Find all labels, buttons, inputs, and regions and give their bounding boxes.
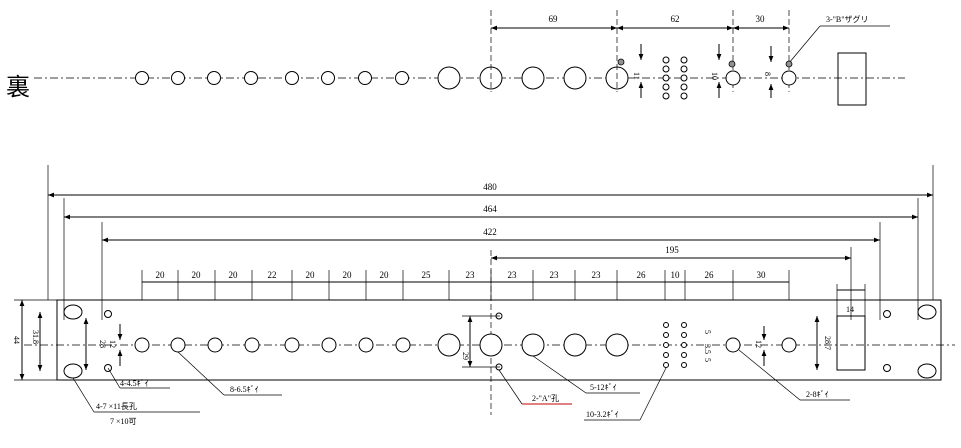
dim-30: 30 [756,14,766,24]
mount-slot [917,304,937,320]
front-view: 480 464 422 195 20 20 [12,165,955,426]
dim-69: 69 [549,14,559,24]
svg-text:23: 23 [550,270,560,280]
svg-text:23: 23 [508,270,518,280]
svg-text:28.7: 28.7 [823,336,832,350]
dim-464: 464 [483,204,497,214]
svg-text:3.5: 3.5 [703,344,712,354]
callout-2-8: 2-8ｷﾞｲ [806,390,829,399]
back-hole [244,71,258,85]
svg-text:11: 11 [632,72,641,80]
counterbore-mark [728,60,736,68]
svg-text:23: 23 [592,270,602,280]
back-hole-large [437,66,461,90]
svg-text:12: 12 [108,340,117,348]
back-hole-large [521,66,545,90]
back-hole [135,71,149,85]
back-small-holes [135,71,409,85]
svg-text:5: 5 [703,358,712,362]
dim-195: 195 [665,245,679,255]
mount-slot [917,363,937,379]
back-view-label: 裏 [6,73,30,101]
front-small-holes [134,337,411,353]
svg-text:26: 26 [637,270,647,280]
front-rect-cutout [836,315,866,371]
back-hole [207,71,221,85]
back-hole [395,71,409,85]
back-hole-large [563,66,587,90]
dim-14: 14 [846,305,854,314]
back-hole-8 [725,70,741,86]
dim-480: 480 [483,182,497,192]
callout-5-12: 5-12ｷﾞｲ [590,383,617,392]
svg-text:20: 20 [192,270,202,280]
svg-text:20: 20 [229,270,239,280]
front-pin-holes [663,322,687,368]
svg-text:22: 22 [268,270,277,280]
back-hole-8 [781,70,797,86]
svg-text:20: 20 [380,270,390,280]
callout-slot: 4-7 ×11長孔 [96,402,137,411]
dim-62: 62 [671,14,680,24]
callout-4-4-5: 4-4.5ｷﾞｲ [120,379,149,388]
svg-text:23: 23 [466,270,476,280]
back-hole [358,71,372,85]
svg-text:26: 26 [705,270,715,280]
svg-text:20: 20 [306,270,316,280]
svg-text:20: 20 [343,270,353,280]
dim-44: 44 [12,336,21,344]
front-large-holes [437,333,629,357]
callout-b-counterbore: 3-"B"ザグリ [826,14,869,24]
dim-422: 422 [483,227,497,237]
svg-text:10: 10 [671,270,681,280]
callout-8-6-5: 8-6.5ｷﾞｲ [230,385,259,394]
counterbore-mark [785,60,793,68]
svg-text:25: 25 [422,270,432,280]
svg-text:20: 20 [156,270,166,280]
spacing-chain: 20 20 20 22 20 20 20 25 23 23 23 23 26 1… [141,270,790,300]
mount-slot [63,363,83,379]
svg-text:10: 10 [710,72,719,80]
dim-31-8: 31.8 [31,330,40,344]
back-large-holes [437,66,629,90]
callout-2-a-hole: 2-"A"孔 [532,394,559,403]
back-hole [321,71,335,85]
svg-text:12: 12 [754,340,763,348]
dim-28: 28 [98,340,107,348]
back-hole [171,71,185,85]
svg-text:8: 8 [763,72,772,76]
back-hole [285,71,299,85]
svg-text:30: 30 [757,270,767,280]
svg-text:29: 29 [461,352,470,360]
mount-slot [63,304,83,320]
callout-10-3-2: 10-3.2ｷﾞｲ [586,410,619,419]
back-view: 裏 69 62 30 [6,10,905,106]
back-rect-cutout [837,52,867,106]
svg-text:5: 5 [703,330,712,334]
front-panel-outline [56,299,942,381]
back-pin-holes [662,56,688,100]
callout-slot-alt: 7 ×10可 [110,417,137,426]
counterbore-mark [617,58,625,66]
